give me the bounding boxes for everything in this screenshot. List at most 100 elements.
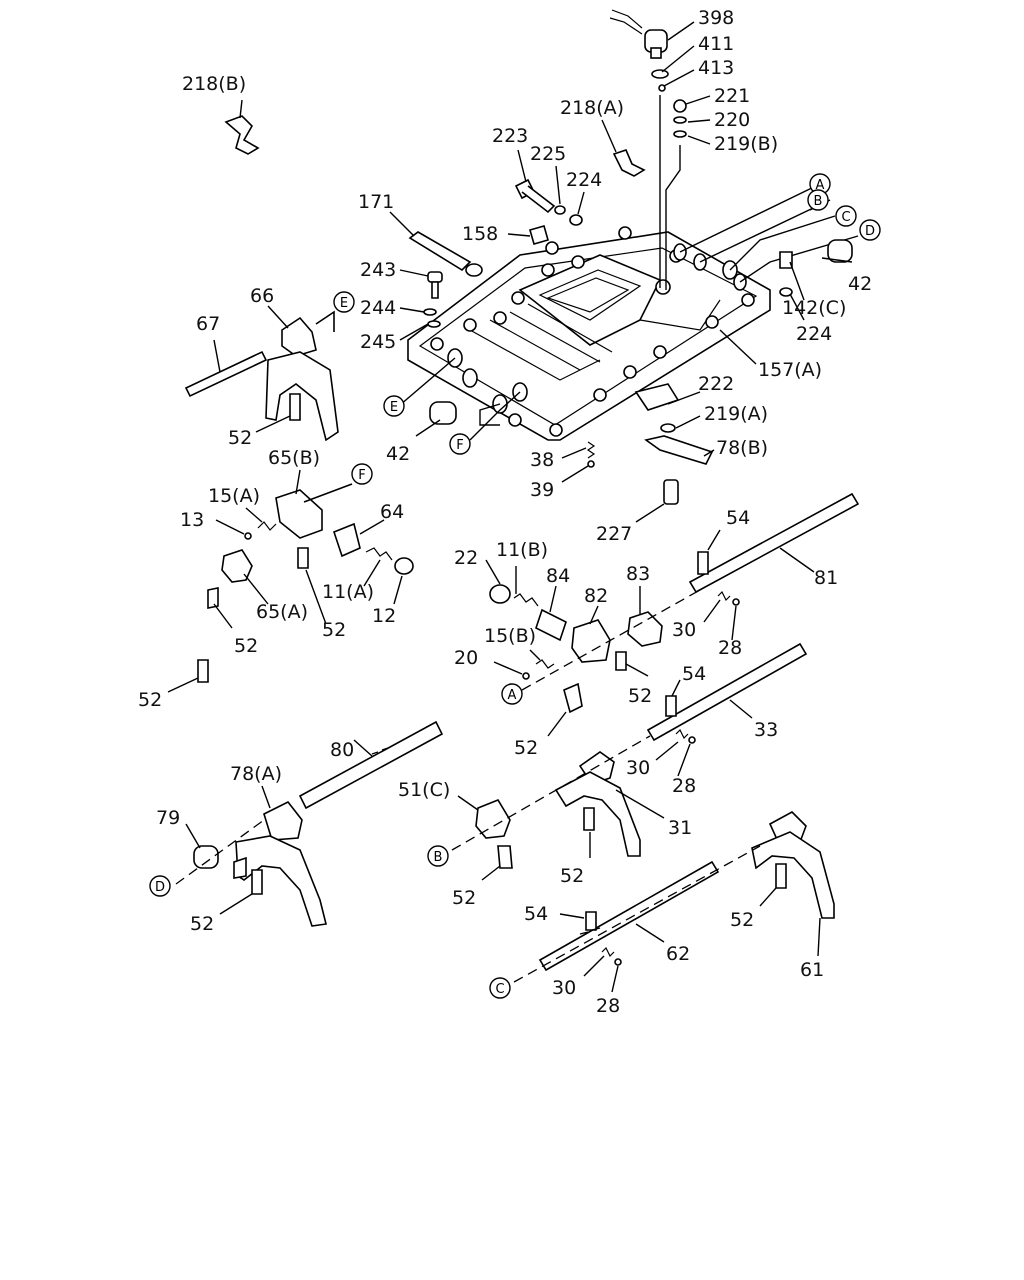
part-label-142C: 142(C) bbox=[782, 297, 846, 319]
part-label-52g: 52 bbox=[560, 865, 584, 887]
part-label-218B: 218(B) bbox=[182, 73, 246, 95]
part-label-42b: 42 bbox=[848, 273, 872, 295]
connector-cF2: F bbox=[449, 433, 471, 455]
part-label-224b: 224 bbox=[796, 323, 832, 345]
part-label-219B: 219(B) bbox=[714, 133, 778, 155]
part-label-52a: 52 bbox=[228, 427, 252, 449]
part-label-52h: 52 bbox=[452, 887, 476, 909]
part-label-224a: 224 bbox=[566, 169, 602, 191]
connector-letter: A bbox=[508, 688, 517, 703]
part-label-227: 227 bbox=[596, 523, 632, 545]
part-label-66: 66 bbox=[250, 285, 274, 307]
fork-31-assembly bbox=[451, 642, 808, 869]
part-label-82: 82 bbox=[584, 585, 608, 607]
part-label-11B: 11(B) bbox=[496, 539, 548, 561]
connector-letter: F bbox=[358, 468, 365, 483]
part-label-78A: 78(A) bbox=[230, 763, 282, 785]
part-label-11A: 11(A) bbox=[322, 581, 374, 603]
part-label-62: 62 bbox=[666, 943, 690, 965]
part-label-78B: 78(B) bbox=[716, 437, 768, 459]
connector-letter: B bbox=[814, 194, 823, 209]
connector-circle bbox=[427, 845, 449, 867]
part-label-31: 31 bbox=[668, 817, 692, 839]
connector-letter: E bbox=[340, 296, 348, 311]
part-label-222: 222 bbox=[698, 373, 734, 395]
part-label-219A: 219(A) bbox=[704, 403, 768, 425]
connector-circle bbox=[501, 683, 523, 705]
part-label-157A: 157(A) bbox=[758, 359, 822, 381]
part-label-81: 81 bbox=[814, 567, 838, 589]
part-label-54a: 54 bbox=[726, 507, 750, 529]
part-label-52c: 52 bbox=[322, 619, 346, 641]
part-label-171: 171 bbox=[358, 191, 394, 213]
connector-circle bbox=[351, 463, 373, 485]
connector-circle bbox=[333, 291, 355, 313]
connector-letter: C bbox=[495, 982, 504, 997]
connector-cD1: D bbox=[859, 219, 881, 241]
part-label-411: 411 bbox=[698, 33, 734, 55]
part-label-52j: 52 bbox=[730, 909, 754, 931]
connector-circle bbox=[449, 433, 471, 455]
part-label-28c: 28 bbox=[596, 995, 620, 1017]
part-label-221: 221 bbox=[714, 85, 750, 107]
part-label-15B: 15(B) bbox=[484, 625, 536, 647]
part-label-28a: 28 bbox=[718, 637, 742, 659]
part-label-13: 13 bbox=[180, 509, 204, 531]
part-label-52b: 52 bbox=[234, 635, 258, 657]
part-label-30c: 30 bbox=[552, 977, 576, 999]
upper-small-parts bbox=[184, 9, 853, 505]
connector-circle bbox=[149, 875, 171, 897]
connector-letter: A bbox=[816, 178, 825, 193]
connector-letter: F bbox=[456, 438, 463, 453]
part-label-83: 83 bbox=[626, 563, 650, 585]
part-label-20: 20 bbox=[454, 647, 478, 669]
shift-cover-housing bbox=[407, 226, 771, 441]
part-label-398: 398 bbox=[698, 7, 734, 29]
part-label-39: 39 bbox=[530, 479, 554, 501]
part-label-33: 33 bbox=[754, 719, 778, 741]
part-label-51C: 51(C) bbox=[398, 779, 450, 801]
part-label-30b: 30 bbox=[626, 757, 650, 779]
connector-circle bbox=[383, 395, 405, 417]
part-label-38: 38 bbox=[530, 449, 554, 471]
connector-letter: C bbox=[841, 210, 850, 225]
part-label-245: 245 bbox=[360, 331, 396, 353]
part-label-218A: 218(A) bbox=[560, 97, 624, 119]
connector-letter: E bbox=[390, 400, 398, 415]
part-label-65A: 65(A) bbox=[256, 601, 308, 623]
connector-letter: D bbox=[155, 880, 165, 895]
leader-lines bbox=[167, 21, 853, 993]
part-label-158: 158 bbox=[462, 223, 498, 245]
connector-cC2: C bbox=[489, 977, 511, 999]
part-label-15A: 15(A) bbox=[208, 485, 260, 507]
part-label-67: 67 bbox=[196, 313, 220, 335]
part-label-220: 220 bbox=[714, 109, 750, 131]
connector-letter: B bbox=[434, 850, 443, 865]
part-label-54b: 54 bbox=[682, 663, 706, 685]
part-label-61: 61 bbox=[800, 959, 824, 981]
part-label-79: 79 bbox=[156, 807, 180, 829]
part-label-413: 413 bbox=[698, 57, 734, 79]
connector-cB2: B bbox=[427, 845, 449, 867]
connector-cC1: C bbox=[835, 205, 857, 227]
part-label-30a: 30 bbox=[672, 619, 696, 641]
connector-cF1: F bbox=[351, 463, 373, 485]
part-label-244: 244 bbox=[360, 297, 396, 319]
connector-cE1: E bbox=[333, 291, 355, 313]
connector-cA2: A bbox=[501, 683, 523, 705]
part-label-12: 12 bbox=[372, 605, 396, 627]
fork-61-assembly bbox=[513, 811, 835, 983]
part-label-42a: 42 bbox=[386, 443, 410, 465]
part-label-65B: 65(B) bbox=[268, 447, 320, 469]
connector-cE2: E bbox=[383, 395, 405, 417]
part-label-223: 223 bbox=[492, 125, 528, 147]
part-label-64: 64 bbox=[380, 501, 404, 523]
selector-81-assembly bbox=[489, 492, 860, 714]
part-label-52d: 52 bbox=[138, 689, 162, 711]
part-label-22: 22 bbox=[454, 547, 478, 569]
connector-letter: D bbox=[865, 224, 875, 239]
fork-78A-assembly bbox=[175, 720, 444, 927]
part-label-28b: 28 bbox=[672, 775, 696, 797]
